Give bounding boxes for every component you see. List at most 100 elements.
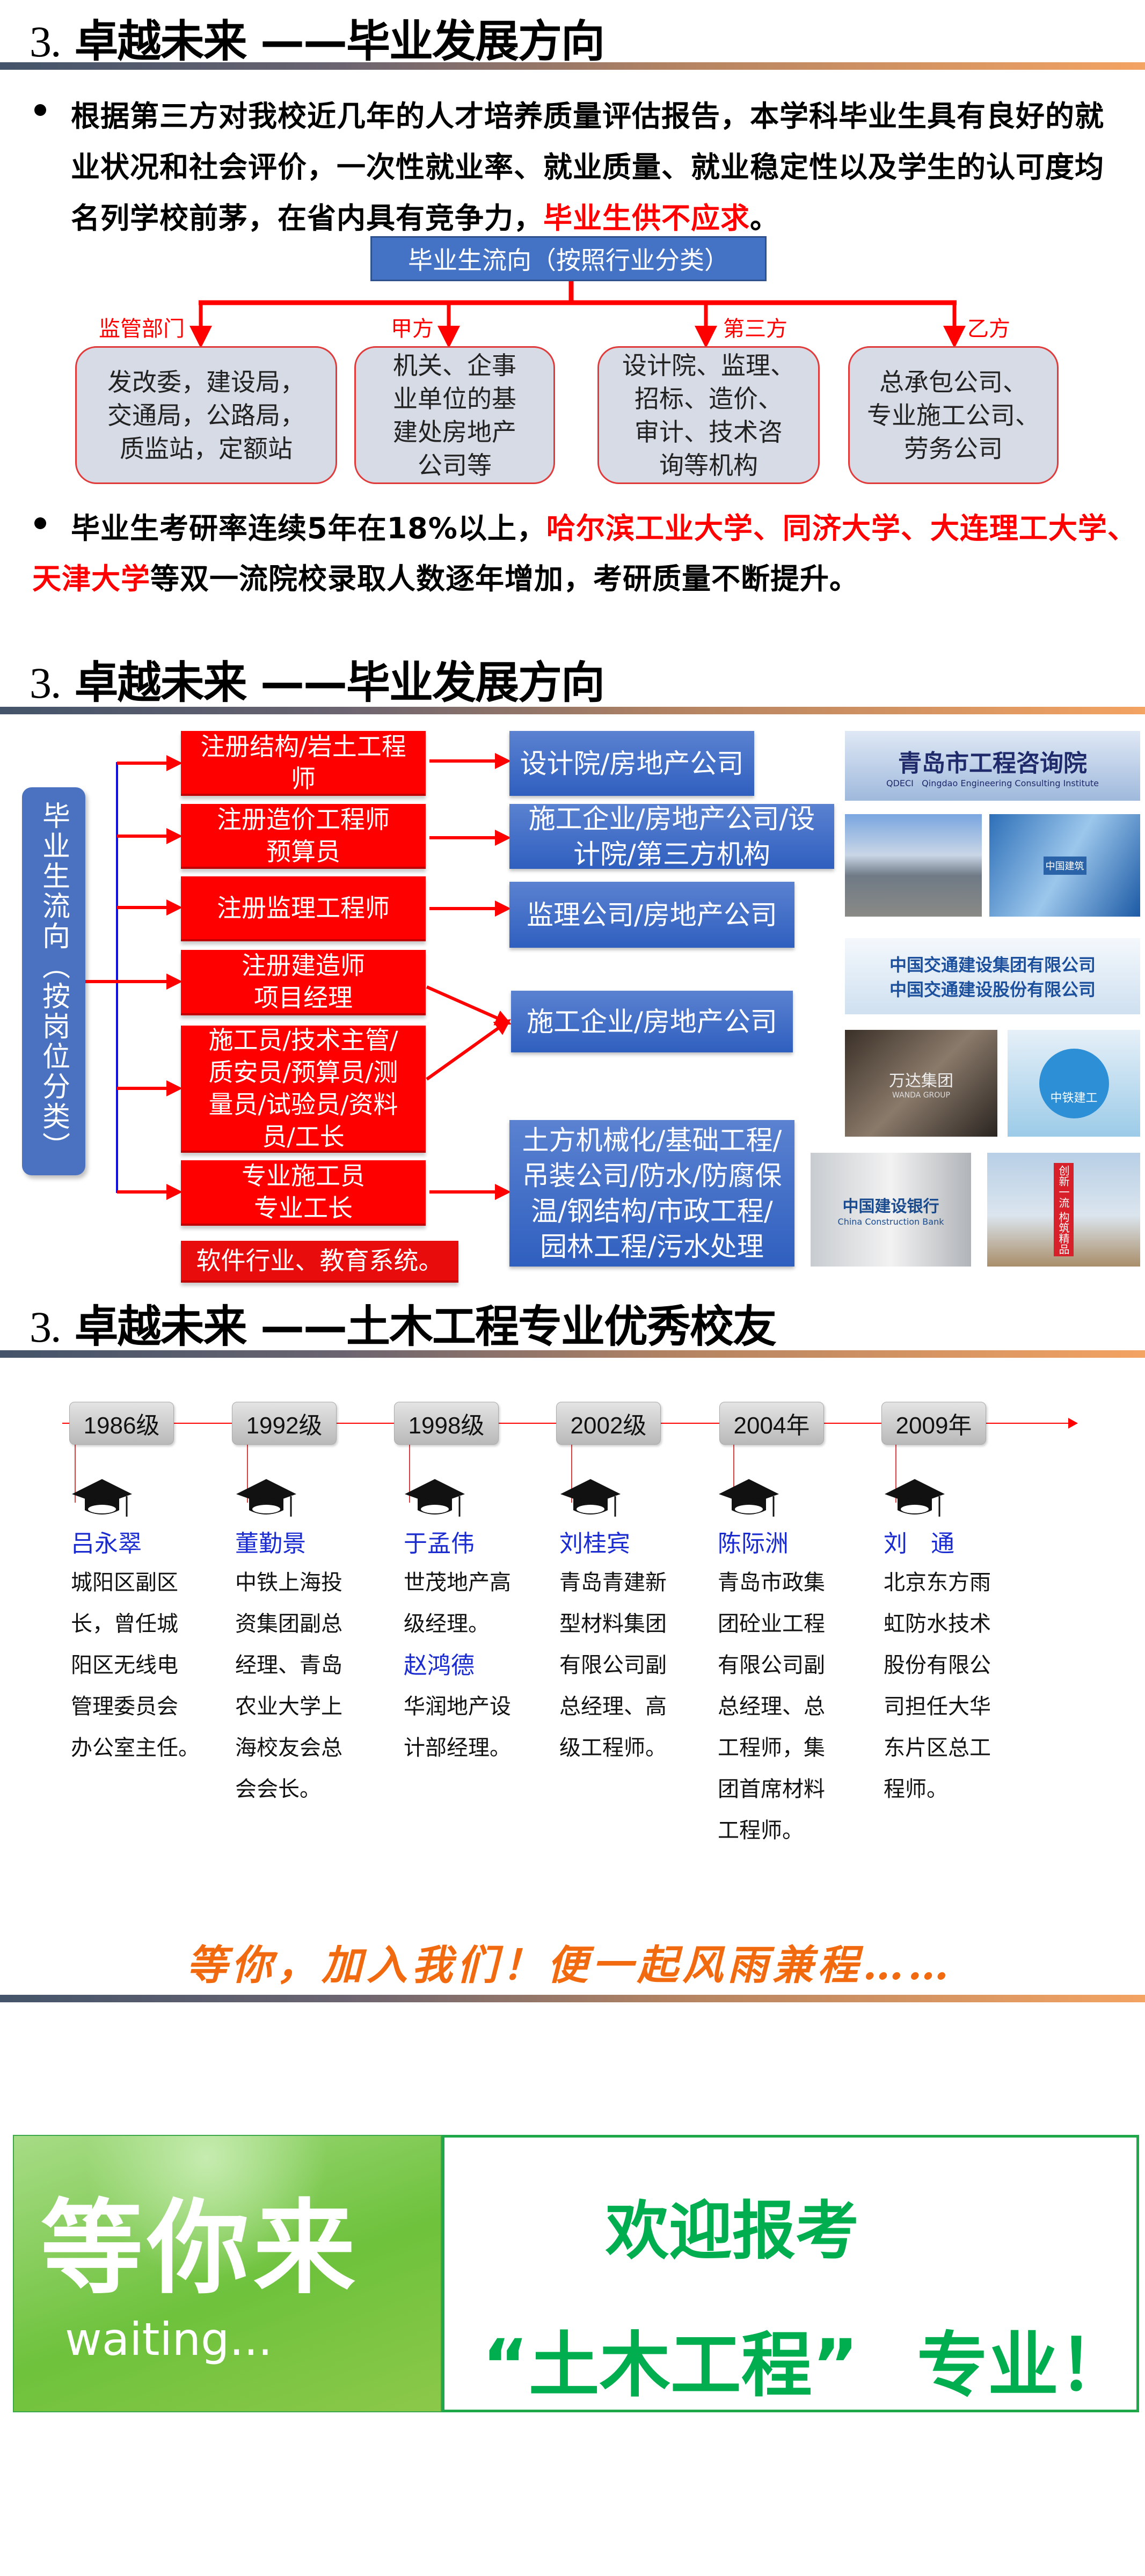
box-line: 注册监理工程师 [217, 893, 390, 923]
desc-line: 办公室主任。 [71, 1736, 200, 1760]
box-line: 施工员/技术主管/ [208, 1025, 398, 1055]
box-line: 公司等 [418, 450, 492, 480]
desc-line: 北京东方雨 [884, 1570, 991, 1595]
box-line: 预算员 [266, 837, 340, 866]
desc-line: 司担任大华 [884, 1694, 991, 1719]
year-badge: 2009年 [881, 1402, 986, 1445]
graduation-cap-icon [718, 1478, 780, 1518]
divider-bar [0, 1350, 1145, 1358]
box-line: 总承包公司、 [879, 367, 1027, 397]
section1-title: 3.卓越未来 ——毕业发展方向 [30, 16, 605, 67]
box-line: 发改委，建设局， [107, 367, 305, 397]
desc-line: 中铁上海投 [235, 1570, 342, 1595]
desc-line: 会会长。 [235, 1777, 321, 1802]
position-box: 施工员/技术主管/质安员/预算员/测量员/试验员/资料员/工长 [181, 1026, 426, 1153]
box-line: 专业施工员 [242, 1161, 365, 1190]
position-connectors [85, 753, 512, 1200]
alumni-description: 城阳区副区长，曾任城阳区无线电管理委员会办公室主任。 [71, 1562, 200, 1769]
desc-line: 团砼业工程 [718, 1612, 825, 1636]
alumni-description: 世茂地产高级经理。赵鸿德华润地产设计部经理。 [404, 1562, 511, 1769]
highlight-text: 毕业生供不应求 [543, 201, 750, 235]
flow-connectors [189, 281, 966, 348]
box-line: 量员/试验员/资料 [208, 1089, 398, 1119]
year-badge: 2004年 [719, 1402, 824, 1445]
employer-box: 设计院/房地产公司 [509, 731, 754, 796]
bullet1-line3: 名列学校前茅，在省内具有竞争力，毕业生供不应求。 [71, 201, 779, 235]
box-line: 施工企业/房地产公司/设 [528, 803, 815, 835]
box-line: 施工企业/房地产公司 [527, 1006, 777, 1037]
desc-line: 阳区无线电 [71, 1653, 178, 1678]
desc-line: 有限公司副 [718, 1653, 825, 1678]
employer-box: 施工企业/房地产公司 [511, 991, 793, 1052]
box-line: 注册建造师 [242, 951, 365, 980]
alumni-description: 青岛青建新型材料集团有限公司副总经理、高级工程师。 [559, 1562, 667, 1769]
position-box: 注册监理工程师 [181, 876, 426, 941]
alumni-name: 赵鸿德 [404, 1652, 475, 1679]
desc-line: 青岛青建新 [559, 1570, 667, 1595]
desc-line: 程师。 [884, 1777, 948, 1802]
box-line: 设计院、监理、 [622, 350, 795, 380]
box-line: 注册造价工程师 [217, 804, 390, 834]
desc-line: 海校友会总 [235, 1736, 342, 1760]
desc-line: 长，曾任城 [71, 1612, 178, 1636]
category-label: 第三方 [723, 317, 787, 341]
box-line: 软件行业、教育系统。 [196, 1246, 443, 1275]
box-line: 专业施工公司、 [867, 400, 1040, 430]
box-line: 专业工长 [254, 1194, 353, 1223]
desc-line: 资集团副总 [235, 1612, 342, 1636]
category-label: 监管部门 [99, 317, 185, 341]
box-line: 园林工程/污水处理 [540, 1231, 764, 1262]
box-line: 询等机构 [659, 450, 758, 480]
section3-title: 3.卓越未来 ——土木工程专业优秀校友 [30, 1301, 777, 1352]
graduation-cap-icon [71, 1478, 133, 1518]
box-line: 温/钢结构/市政工程/ [531, 1195, 773, 1227]
box-line: 招标、造价、 [635, 384, 783, 413]
desc-line: 城阳区副区 [71, 1570, 178, 1595]
desc-line: 团首席材料 [718, 1777, 825, 1802]
alumni-name: 董勤景 [235, 1530, 306, 1557]
desc-line: 管理委员会 [71, 1694, 178, 1719]
employer-box: 土方机械化/基础工程/吊装公司/防水/防腐保温/钢结构/市政工程/园林工程/污水… [509, 1120, 794, 1267]
bullet1-line1: 根据第三方对我校近几年的人才培养质量评估报告，本学科毕业生具有良好的就 [71, 99, 1104, 133]
desc-line: 总经理、高 [559, 1694, 667, 1719]
desc-line: 工程师。 [718, 1818, 804, 1843]
alumni-description: 北京东方雨虹防水技术股份有限公司担任大华东片区总工程师。 [884, 1562, 991, 1810]
divider-bar [0, 1995, 1145, 2002]
bullet2-line2: 天津大学等双一流院校录取人数逐年增加，考研质量不断提升。 [32, 562, 859, 596]
alumni-name: 刘桂宾 [559, 1530, 630, 1557]
desc-line: 经理、青岛 [235, 1653, 342, 1678]
box-line: 建处房地产 [393, 417, 516, 447]
box-line: 土方机械化/基础工程/ [522, 1124, 782, 1156]
desc-line: 级工程师。 [559, 1736, 667, 1760]
box-line: 质监站，定额站 [120, 434, 293, 463]
box-line: 师 [291, 764, 316, 793]
position-box: 注册建造师项目经理 [181, 950, 426, 1015]
desc-line: 虹防水技术 [884, 1612, 991, 1636]
category-box: 总承包公司、 专业施工公司、 劳务公司 [848, 346, 1059, 484]
bullet-icon [34, 517, 46, 529]
year-badge: 2002级 [556, 1402, 661, 1445]
box-line: 业单位的基 [393, 384, 516, 413]
alumni-name: 刘 通 [884, 1530, 954, 1557]
year-badge: 1992级 [232, 1402, 337, 1445]
major-name: “土木工程” [482, 2324, 859, 2407]
box-line: 项目经理 [254, 983, 353, 1012]
slogan-text: 等你，加入我们！便一起风雨兼程…… [186, 1941, 953, 1989]
employer-box: 施工企业/房地产公司/设计院/第三方机构 [509, 803, 834, 870]
box-line: 机关、企事 [393, 350, 516, 380]
bullet-icon [34, 104, 46, 116]
flow-root-box: 毕业生流向（按照行业分类） [370, 236, 767, 281]
year-badge: 1998级 [394, 1402, 499, 1445]
desc-line: 有限公司副 [559, 1653, 667, 1678]
desc-line: 型材料集团 [559, 1612, 667, 1636]
major-suffix: 专业！ [917, 2324, 1129, 2407]
desc-line: 计部经理。 [404, 1736, 511, 1760]
box-line: 审计、技术咨 [635, 417, 783, 447]
desc-line: 总经理、总 [718, 1694, 825, 1719]
box-line: 员/工长 [262, 1122, 345, 1151]
graduation-cap-icon [404, 1478, 466, 1518]
position-box: 注册造价工程师预算员 [181, 804, 426, 869]
desc-line: 股份有限公 [884, 1653, 991, 1678]
root-vertical-box: 毕业生流向（按岗位分类） [22, 787, 85, 1175]
bullet2-line1: 毕业生考研率连续5年在18%以上，哈尔滨工业大学、同济大学、大连理工大学、 [71, 511, 1137, 545]
